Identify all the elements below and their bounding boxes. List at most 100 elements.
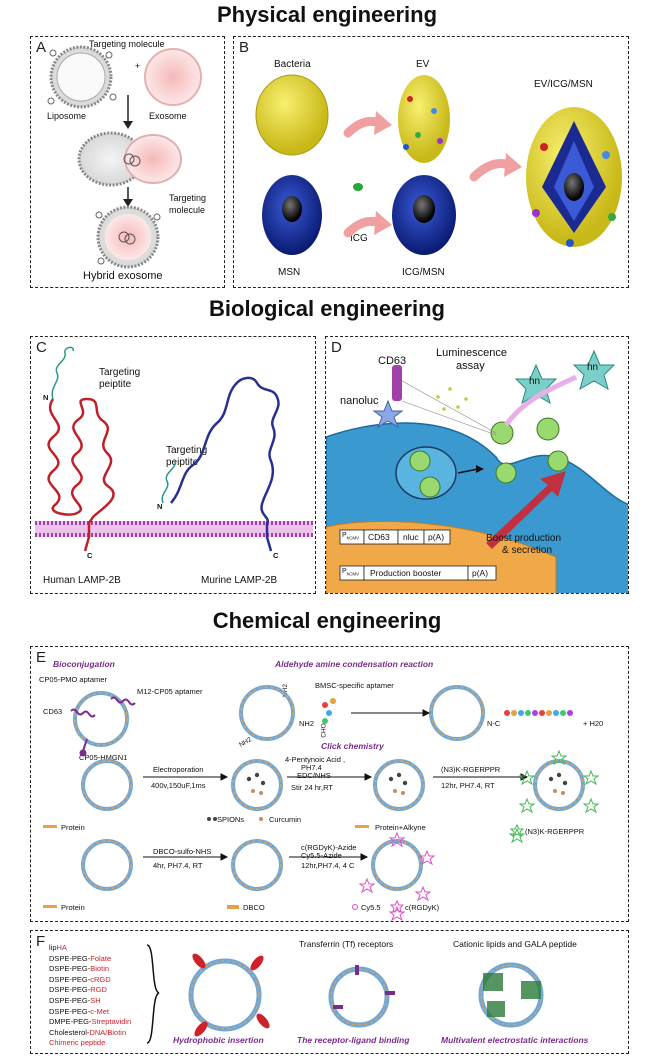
label-targeting-molecule-top: Targeting molecule — [89, 39, 165, 49]
panel-d-illustration — [326, 349, 628, 593]
label-human-lamp-2b: Human LAMP-2B — [43, 575, 121, 586]
lipid-item-2: DSPE-PEG-Biotin — [49, 964, 110, 974]
hn-star-2 — [572, 349, 616, 391]
label-cationic: Cationic lipids and GALA peptide — [453, 939, 577, 949]
panel-e-illustration — [43, 685, 600, 921]
label-transferrin: Transferrin (Tf) receptors — [299, 939, 394, 949]
icg-molecule — [353, 183, 363, 191]
label-n-terminus-1: N — [43, 393, 49, 402]
label-promoter-2: PhCMV — [342, 568, 360, 577]
panel-c-lamp-2b: C Targeting peiptite Targeting peiptite … — [30, 336, 316, 594]
label-box-cd63: CD63 — [368, 532, 390, 542]
label-crgd-cond: 12hr,PH7.4, 4 C — [301, 861, 355, 870]
label-plus: + — [135, 61, 141, 71]
label-cy55-azide: Cy5.5-Azide — [301, 851, 342, 860]
label-c-terminus-1: C — [87, 551, 93, 560]
label-targeting-peptide-1a: Targeting — [99, 367, 141, 378]
label-cp05-hmgn1: CP05-HMGN1 — [79, 753, 128, 762]
label-multivalent: Multivalent electrostatic interactions — [441, 1035, 589, 1045]
msn-particle — [262, 175, 322, 255]
legend-crgd: c(RGDyK) — [405, 903, 440, 912]
label-dbco-cond: 4hr, PH7.4, RT — [153, 861, 203, 870]
gene-construct-2 — [339, 565, 497, 581]
label-hydrophobic-insertion: Hydrophobic insertion — [173, 1035, 264, 1045]
panel-letter-f: F — [36, 933, 46, 950]
label-crgd-azide: c(RGDyK)-Azide — [301, 843, 357, 852]
label-bioconjugation: Bioconjugation — [53, 659, 115, 669]
hybrid-exosome-vesicle — [95, 205, 161, 269]
panel-a-hybrid-exosome: A Targeting molecule + Liposome Exosome … — [30, 36, 225, 288]
label-n3-cond-2: 12hr, PH7.4, RT — [441, 781, 495, 790]
lipid-item-4: DSPE-PEG-RGD — [49, 985, 107, 995]
label-click-chemistry: Click chemistry — [321, 741, 384, 751]
lipid-item-9: Chimeric peptide — [49, 1038, 106, 1048]
label-targeting-peptide-2b: peiptite — [166, 457, 199, 468]
lipid-item-6: DSPE-PEG-c-Met — [49, 1006, 110, 1016]
panel-letter-a: A — [36, 39, 47, 56]
label-bmsc-aptamer: BMSC-specific aptamer — [315, 681, 394, 690]
panel-a-illustration — [47, 45, 202, 269]
fusion-vesicle — [77, 131, 182, 187]
lipid-item-8: Cholesterol-DNA/Biotin — [49, 1027, 127, 1037]
ev-icg-msn-particle — [526, 107, 622, 247]
exosome-vesicles — [409, 417, 569, 498]
panel-e-chemical: E Bioconjugation Aldehyde amine condensa… — [30, 646, 629, 922]
title-chemical-engineering: Chemical engineering — [212, 608, 442, 633]
label-box-pa-2: p(A) — [472, 568, 489, 578]
panel-d-nanoluc: D — [325, 336, 629, 594]
label-electroporation: Electroporation — [153, 765, 204, 774]
legend-swatch-dbco — [227, 905, 239, 909]
label-nh2-right: NH2 — [299, 719, 315, 728]
lipid-bilayer — [35, 521, 313, 537]
title-physical-engineering: Physical engineering — [216, 2, 438, 27]
legend-protein-2: Protein — [61, 903, 85, 912]
human-lamp-2b-protein — [47, 397, 115, 552]
label-hybrid-exosome: Hybrid exosome — [83, 270, 163, 282]
lipid-item-0: lipHA — [49, 943, 67, 952]
label-box-nluc: nluc — [403, 532, 419, 542]
label-murine-lamp-2b: Murine LAMP-2B — [201, 575, 278, 586]
lipid-item-1: DSPE-PEG-Folate — [49, 953, 112, 963]
label-cd63-e: CD63 — [43, 707, 63, 716]
panel-c-illustration — [35, 346, 313, 552]
legend-cy55: Cy5.5 — [361, 903, 381, 912]
liposome-vesicle — [47, 45, 117, 109]
label-targeting-peptide-2a: Targeting — [166, 445, 208, 456]
label-stir: Stir 24 hr,RT — [291, 783, 333, 792]
label-c-terminus-2: C — [273, 551, 279, 560]
label-msn: MSN — [278, 267, 301, 278]
vesicle-hydrophobic — [188, 953, 270, 1037]
label-h2o: + H20 — [583, 719, 604, 728]
label-targeting-bottom-1: Targeting — [169, 193, 207, 203]
label-hn-2: hn — [587, 362, 599, 373]
title-biological-engineering: Biological engineering — [209, 296, 445, 321]
panel-letter-e: E — [36, 649, 47, 666]
label-electroporation-params: 400v,150uF,1ms — [151, 781, 206, 790]
legend-dbco: DBCO — [243, 903, 265, 912]
label-targeting-peptide-1b: peiptite — [99, 379, 132, 390]
panel-f-illustration — [146, 944, 544, 1044]
legend-curcumin: Curcumin — [269, 815, 302, 824]
lipid-item-3: DSPE-PEG-cRGD — [49, 974, 111, 984]
label-icg-msn: ICG/MSN — [402, 267, 445, 278]
label-n-c: N-C — [487, 719, 501, 728]
label-assay: assay — [456, 360, 485, 372]
label-cd63: CD63 — [378, 355, 407, 367]
panel-f-insertion: F lipHA DSPE-PEG-Folate DSPE-PEG-Biotin … — [30, 930, 629, 1054]
ev-particle — [398, 75, 450, 163]
label-dbco-sulfo: DBCO-sulfo-NHS — [153, 847, 212, 856]
label-luminescence: Luminescence — [436, 347, 507, 359]
icg-msn-particle — [392, 175, 456, 255]
label-pentynoic: 4-Pentynoic Acid , — [285, 755, 346, 764]
aptamer-beads — [322, 698, 573, 724]
legend-spions: SPIONs — [217, 815, 245, 824]
targeting-peptide-2 — [161, 460, 176, 504]
vesicle-transferrin — [328, 965, 395, 1028]
panel-letter-b: B — [239, 39, 250, 56]
label-secretion: & secretion — [502, 545, 553, 556]
label-bacteria: Bacteria — [274, 59, 311, 70]
legend-swatch-protein-2 — [43, 905, 57, 908]
label-m12-cp05: M12-CP05 aptamer — [137, 687, 203, 696]
nanoluc-star — [372, 399, 404, 429]
label-cp05-pmo: CP05-PMO aptamer — [39, 675, 107, 684]
